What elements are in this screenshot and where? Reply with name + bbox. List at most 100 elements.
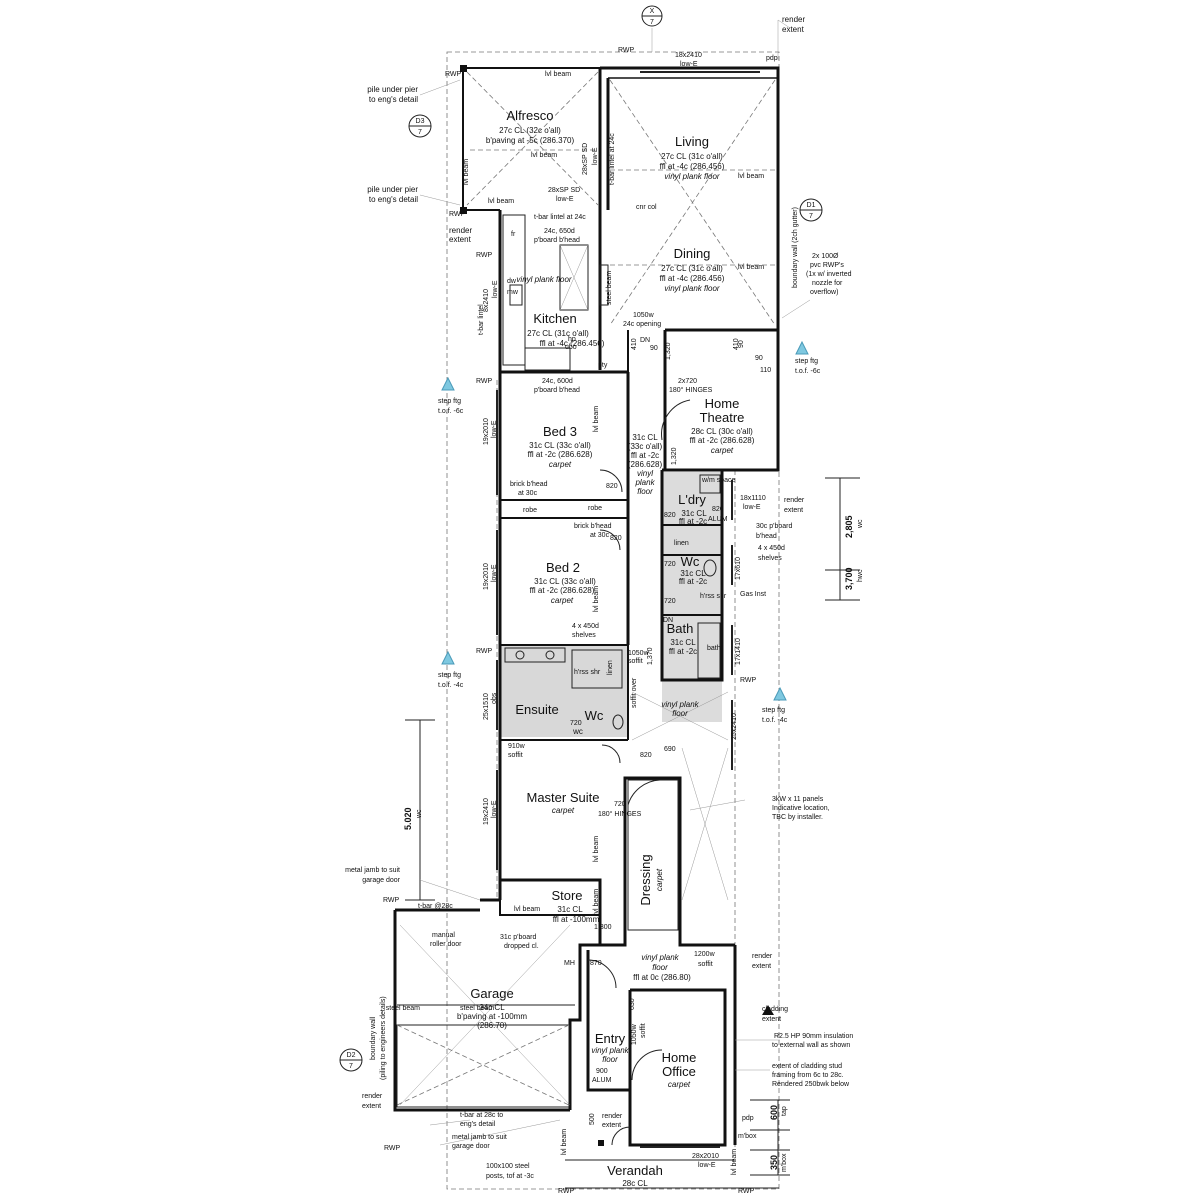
svg-text:820: 820 (664, 512, 676, 519)
svg-text:7: 7 (650, 19, 654, 26)
svg-text:render: render (752, 953, 773, 960)
svg-text:RWP: RWP (383, 897, 400, 904)
svg-text:4 x 450d: 4 x 450d (758, 545, 785, 552)
svg-text:extent: extent (762, 1016, 781, 1023)
svg-text:ffl at -2c (286.628): ffl at -2c (286.628) (528, 450, 593, 459)
svg-text:2x720: 2x720 (678, 378, 697, 385)
svg-text:t-bar at 28c to: t-bar at 28c to (460, 1112, 503, 1119)
room-bed2: Bed 2 31c CL (33c o'all) ffl at -2c (286… (530, 560, 597, 605)
svg-text:t-bar lintel at 24c: t-bar lintel at 24c (609, 133, 616, 185)
svg-text:ALUM: ALUM (592, 1077, 612, 1084)
svg-text:Theatre: Theatre (700, 410, 745, 425)
svg-text:extent: extent (449, 235, 472, 244)
svg-text:dw: dw (507, 278, 517, 285)
svg-text:pile under pier: pile under pier (367, 185, 418, 194)
svg-text:RWP: RWP (740, 677, 757, 684)
svg-text:render: render (449, 226, 472, 235)
room-name: Bath (667, 621, 694, 636)
svg-text:820: 820 (610, 535, 622, 542)
room-name: Ensuite (515, 702, 558, 717)
svg-text:31c CL (33c o'all): 31c CL (33c o'all) (534, 577, 596, 586)
svg-text:DN: DN (663, 617, 673, 624)
svg-text:RWP: RWP (738, 1188, 755, 1195)
svg-text:Office: Office (662, 1064, 696, 1079)
svg-text:to external wall as shown: to external wall as shown (772, 1042, 850, 1049)
svg-text:low-E: low-E (491, 420, 498, 438)
svg-text:extent: extent (602, 1122, 621, 1129)
svg-text:extent: extent (362, 1103, 381, 1110)
svg-text:overflow): overflow) (810, 289, 838, 296)
svg-text:pty: pty (598, 362, 608, 369)
svg-text:robe: robe (523, 507, 537, 514)
svg-text:28c CL: 28c CL (622, 1179, 648, 1188)
windows (496, 71, 760, 1148)
svg-text:render: render (784, 497, 805, 504)
svg-text:wc: wc (857, 519, 864, 529)
room-living: Living 27c CL (31c o'all) ffl at -4c (28… (660, 134, 725, 181)
walls (393, 65, 780, 1189)
svg-text:ALUM: ALUM (708, 516, 728, 523)
svg-text:cnr col: cnr col (636, 204, 657, 211)
svg-text:lvl beam: lvl beam (593, 889, 600, 915)
svg-text:410: 410 (733, 338, 740, 350)
svg-text:mw: mw (507, 289, 519, 296)
svg-text:34c CL: 34c CL (479, 1003, 505, 1012)
svg-text:870: 870 (590, 960, 602, 967)
svg-text:extent: extent (752, 963, 771, 970)
svg-text:180° HINGES: 180° HINGES (669, 386, 713, 394)
svg-text:step ftg: step ftg (795, 358, 818, 365)
leader-lines (419, 79, 811, 1146)
svg-text:low-E: low-E (680, 61, 698, 68)
svg-text:carpet: carpet (549, 460, 572, 469)
svg-text:7: 7 (809, 213, 813, 220)
svg-text:floor: floor (637, 487, 653, 496)
svg-text:low-E: low-E (491, 564, 498, 582)
room-name: Bed 3 (543, 424, 577, 439)
room-name: Bed 2 (546, 560, 580, 575)
svg-text:lvl beam: lvl beam (738, 264, 764, 271)
svg-text:410: 410 (631, 338, 638, 350)
dimension-lines (405, 477, 860, 1176)
entry-hall-notes: vinyl plank floor ffl at 0c (286.80) (633, 953, 691, 982)
svg-text:to eng's detail: to eng's detail (369, 95, 418, 104)
svg-text:soffit: soffit (640, 1023, 647, 1038)
svg-text:D1: D1 (807, 202, 816, 209)
svg-text:1200w: 1200w (694, 951, 716, 958)
svg-text:RWP: RWP (618, 47, 635, 54)
svg-text:31c CL (33c o'all): 31c CL (33c o'all) (529, 441, 591, 450)
section-marker-x7: X 7 (641, 5, 663, 27)
svg-text:steel beam: steel beam (386, 1005, 420, 1012)
svg-text:wc: wc (416, 809, 423, 819)
svg-text:at 30c: at 30c (518, 490, 538, 497)
svg-text:31c CL: 31c CL (680, 569, 706, 578)
svg-text:lvl beam: lvl beam (738, 173, 764, 180)
svg-text:lvl beam: lvl beam (531, 152, 557, 159)
svg-text:90: 90 (738, 340, 745, 348)
svg-text:t.o.f. -6c: t.o.f. -6c (795, 368, 821, 375)
room-name: Dining (674, 246, 711, 261)
svg-text:floor: floor (602, 1055, 618, 1064)
svg-text:28xSP SD: 28xSP SD (582, 143, 589, 175)
room-name: Garage (470, 986, 513, 1001)
svg-text:w/m space: w/m space (701, 477, 736, 484)
svg-text:D3: D3 (416, 118, 425, 125)
svg-text:1,370: 1,370 (647, 647, 654, 665)
svg-text:garage door: garage door (452, 1143, 490, 1150)
room-name: Wc (681, 554, 700, 569)
svg-text:24c, 600d: 24c, 600d (542, 378, 573, 385)
svg-text:RWP: RWP (476, 648, 493, 655)
svg-text:carpet: carpet (552, 806, 575, 815)
svg-text:Indicative location,: Indicative location, (772, 805, 830, 812)
svg-text:low-E: low-E (491, 800, 498, 818)
svg-text:p'board b'head: p'board b'head (534, 387, 580, 394)
svg-text:(286.628): (286.628) (628, 460, 663, 469)
svg-text:framing from 6c to 28c.: framing from 6c to 28c. (772, 1072, 844, 1079)
svg-text:19x2010: 19x2010 (483, 563, 490, 590)
svg-text:31c p'board: 31c p'board (500, 934, 536, 941)
svg-text:(33c o'all): (33c o'all) (628, 442, 663, 451)
svg-text:28xSP SD: 28xSP SD (548, 187, 580, 194)
svg-text:TBC by installer.: TBC by installer. (772, 814, 823, 821)
svg-text:27c CL (32c o'all): 27c CL (32c o'all) (499, 126, 561, 135)
svg-text:robe: robe (588, 505, 602, 512)
